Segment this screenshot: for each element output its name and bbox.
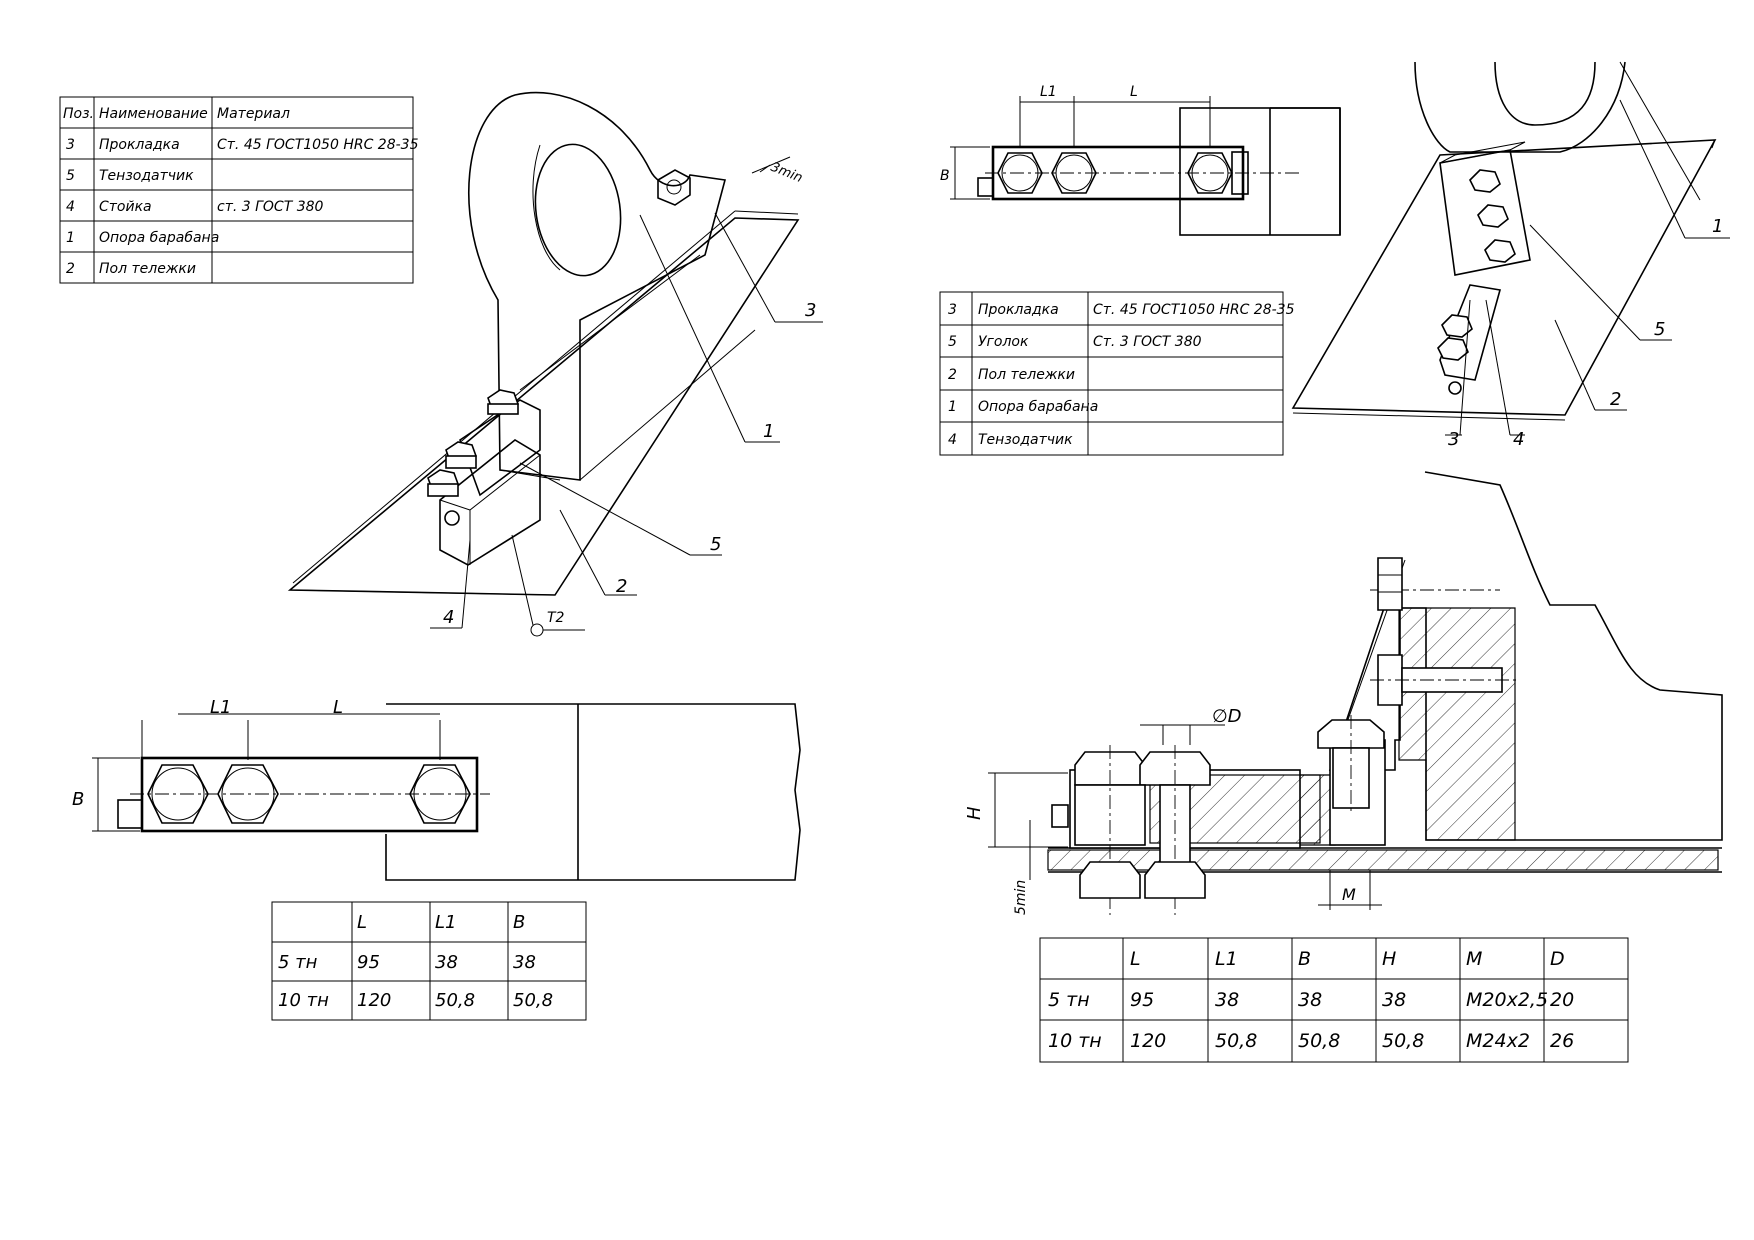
dim1-r0-1: 95 [357, 952, 380, 973]
dim2-r0-6: 20 [1550, 989, 1574, 1011]
spec-table-2: 3 Прокладка Ст. 45 ГОСТ1050 HRC 28-35 5 … [939, 291, 1295, 456]
spec2-r0-pos: 3 [948, 302, 957, 318]
dim-table-1: L L1 B 5 тн 95 38 38 10 тн 120 50,8 50,8 [271, 901, 587, 1021]
spec2-r2-name: Пол тележки [978, 367, 1075, 383]
dim2-r1-1: 120 [1130, 1030, 1166, 1052]
dim1-h-l1: L1 [435, 912, 456, 933]
plan2-dim-b: B [940, 168, 950, 184]
plan-view-2: L1 L B [940, 84, 1341, 236]
spec2-r0-name: Прокладка [978, 302, 1059, 318]
iso1-weld-mark: T2 [547, 610, 565, 626]
plan1-hex-1 [147, 764, 209, 824]
dim1-r1-2: 50,8 [435, 990, 475, 1011]
dim1-r0-2: 38 [435, 952, 458, 973]
spec1-r1-name: Тензодатчик [99, 168, 194, 184]
plan1-dim-l1: L1 [210, 697, 231, 718]
dim1-r1-1: 120 [357, 990, 391, 1011]
spec1-r0-pos: 3 [66, 137, 75, 153]
section-dim-h: H [964, 806, 985, 820]
dim2-r0-2: 38 [1215, 989, 1239, 1011]
dim2-h-b: B [1298, 948, 1311, 970]
dim2-r0-3: 38 [1298, 989, 1322, 1011]
dim2-r1-6: 26 [1550, 1030, 1574, 1052]
dim1-h-l: L [357, 912, 367, 933]
dim2-r0-4: 38 [1382, 989, 1406, 1011]
section-dim-d: ∅D [1212, 706, 1242, 727]
dim2-h-d: D [1550, 948, 1565, 970]
plan1-dim-b: B [72, 789, 84, 810]
spec1-r2-pos: 4 [66, 199, 75, 215]
spec2-r4-name: Тензодатчик [978, 432, 1073, 448]
spec1-r3-name: Опора барабана [99, 230, 219, 246]
plan2-dim-l: L [1130, 84, 1138, 100]
spec1-r1-pos: 5 [66, 168, 75, 184]
section-view: ∅D H M 5min [964, 471, 1723, 915]
plan-view-1: L1 L B [72, 697, 801, 881]
iso2-callout-4: 4 [1513, 429, 1524, 450]
dim2-r0-1: 95 [1130, 989, 1154, 1011]
plan1-hex-2 [217, 764, 279, 824]
plan1-dim-l: L [333, 697, 343, 718]
iso1-callout-1: 1 [763, 421, 774, 442]
spec-table-1: Поз. Наименование Материал 3 Прокладка С… [59, 96, 419, 284]
dim2-h-l1: L1 [1215, 948, 1238, 970]
section-dim-m: M [1342, 885, 1356, 904]
spec1-r3-pos: 1 [66, 230, 75, 246]
spec2-r1-pos: 5 [948, 334, 957, 350]
iso1-bolt-3 [427, 469, 459, 497]
plan1-hex-3 [409, 764, 471, 824]
spec1-h-name: Наименование [99, 106, 208, 122]
iso1-callout-2: 2 [616, 576, 627, 597]
dim1-r0-0: 5 тн [278, 952, 318, 973]
section-dim-gap: 5min [1013, 880, 1029, 915]
dim2-h-m: M [1466, 948, 1482, 970]
dim1-r1-3: 50,8 [513, 990, 553, 1011]
iso2-callout-1: 1 [1712, 216, 1723, 237]
iso-view-1: 1 2 3 4 5 3min T2 [287, 91, 823, 637]
iso1-bolt-2 [445, 441, 477, 469]
spec1-h-pos: Поз. [63, 106, 94, 122]
spec1-r2-name: Стойка [99, 199, 152, 215]
iso2-callout-5: 5 [1654, 319, 1665, 340]
iso1-callout-5: 5 [710, 534, 721, 555]
dim2-r1-0: 10 тн [1048, 1030, 1102, 1052]
dim1-r0-3: 38 [513, 952, 536, 973]
dim2-r1-5: M24x2 [1466, 1030, 1530, 1052]
spec1-r0-name: Прокладка [99, 137, 180, 153]
dim2-h-h: H [1382, 948, 1396, 970]
spec2-r1-mat: Ст. 3 ГОСТ 380 [1093, 334, 1202, 350]
dim2-r1-2: 50,8 [1215, 1030, 1257, 1052]
iso1-callout-4: 4 [443, 607, 454, 628]
iso2-callout-2: 2 [1610, 389, 1621, 410]
iso1-bolt-1 [487, 389, 519, 415]
spec2-r3-pos: 1 [948, 399, 957, 415]
spec1-r4-pos: 2 [66, 261, 75, 277]
iso2-callout-3: 3 [1448, 429, 1459, 450]
dim2-r1-4: 50,8 [1382, 1030, 1424, 1052]
dim2-r0-5: M20x2,5 [1466, 989, 1548, 1011]
dim1-h-b: B [513, 912, 525, 933]
dim2-r1-3: 50,8 [1298, 1030, 1340, 1052]
dim2-r0-0: 5 тн [1048, 989, 1090, 1011]
spec2-r4-pos: 4 [948, 432, 957, 448]
iso1-callout-3: 3 [805, 300, 816, 321]
dim2-h-l: L [1130, 948, 1141, 970]
spec2-r0-mat: Ст. 45 ГОСТ1050 HRC 28-35 [1093, 302, 1295, 318]
spec1-r0-mat: Ст. 45 ГОСТ1050 HRC 28-35 [217, 137, 419, 153]
spec2-r3-name: Опора барабана [978, 399, 1098, 415]
plan2-dim-l1: L1 [1040, 84, 1057, 100]
spec1-h-mat: Материал [217, 106, 290, 122]
dim-table-2: L L1 B H M D 5 тн 95 38 38 38 M20x2,5 20… [1039, 937, 1629, 1063]
iso1-gap-note: 3min [769, 160, 805, 186]
spec2-r1-name: Уголок [978, 334, 1029, 350]
dim1-r1-0: 10 тн [278, 990, 329, 1011]
iso-view-2: 1 2 3 4 5 [1291, 61, 1730, 450]
spec2-r2-pos: 2 [948, 367, 957, 383]
spec1-r2-mat: ст. 3 ГОСТ 380 [217, 199, 324, 215]
spec1-r4-name: Пол тележки [99, 261, 196, 277]
